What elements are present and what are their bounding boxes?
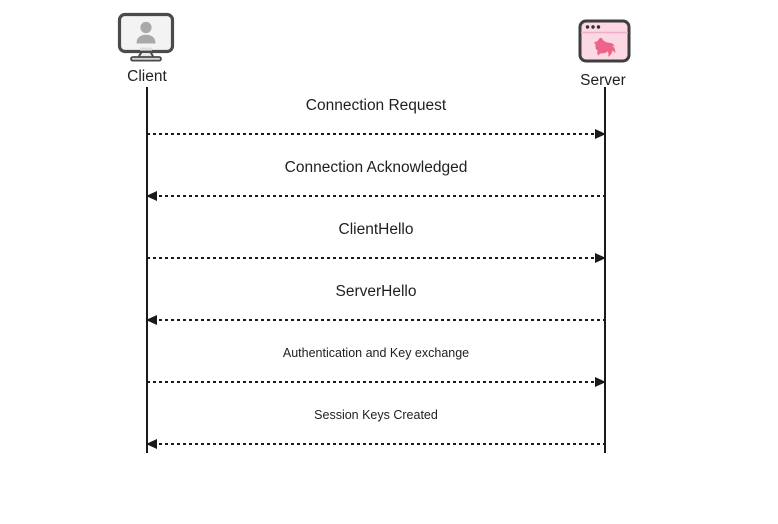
arrowhead-icon (146, 191, 157, 201)
actor-client-label: Client (127, 68, 167, 85)
message-label: Session Keys Created (314, 408, 438, 422)
actor-server-label: Server (580, 72, 626, 89)
message-dashed-line (147, 443, 605, 445)
arrowhead-icon (595, 129, 606, 139)
nestjs-window-icon (578, 19, 631, 63)
nestjs-logo-icon (593, 37, 616, 57)
message-dashed-line (147, 195, 605, 197)
arrowhead-icon (595, 377, 606, 387)
message-label: ClientHello (338, 221, 414, 238)
message-dashed-line (147, 257, 605, 259)
message-label: Authentication and Key exchange (282, 346, 470, 360)
arrowhead-icon (146, 315, 157, 325)
message-label: Connection Request (305, 97, 447, 114)
message-label: ServerHello (335, 283, 417, 300)
message-row: Authentication and Key exchange (147, 346, 606, 387)
arrowhead-icon (595, 253, 606, 263)
message-dashed-line (147, 381, 605, 383)
message-label: Connection Acknowledged (284, 159, 468, 176)
message-row: ServerHello (146, 283, 605, 325)
message-dashed-line (147, 319, 605, 321)
monitor-user-icon (117, 12, 175, 62)
server-lifeline (604, 87, 606, 453)
message-row: Session Keys Created (146, 408, 605, 449)
message-dashed-line (147, 133, 605, 135)
client-lifeline (146, 87, 148, 453)
message-row: Connection Request (147, 97, 606, 139)
message-row: Connection Acknowledged (146, 159, 605, 201)
arrowhead-icon (146, 439, 157, 449)
message-row: ClientHello (147, 221, 606, 263)
